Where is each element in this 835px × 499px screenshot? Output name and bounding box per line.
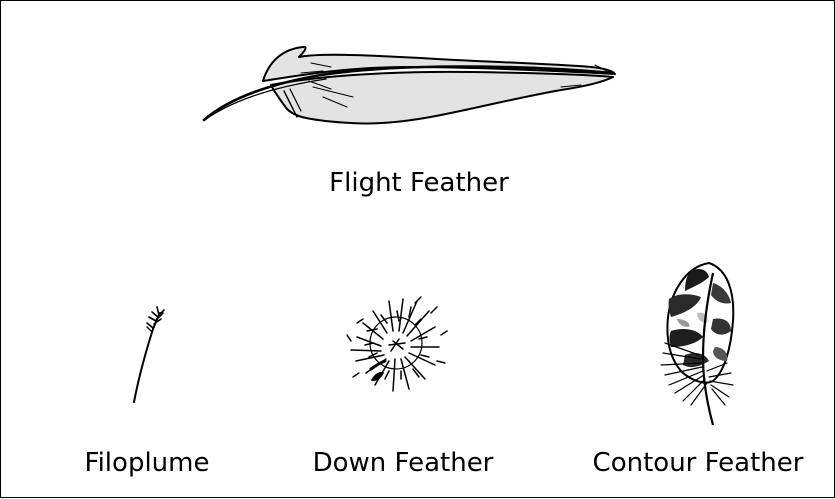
flight-feather-label: Flight Feather bbox=[329, 170, 509, 196]
contour-feather-label: Contour Feather bbox=[593, 450, 804, 476]
contour-feather-icon bbox=[661, 263, 733, 425]
flight-feather-icon bbox=[204, 47, 615, 124]
down-feather-icon bbox=[347, 297, 447, 391]
down-feather-label: Down Feather bbox=[313, 450, 494, 476]
filoplume-icon bbox=[134, 307, 164, 402]
filoplume-label: Filoplume bbox=[85, 450, 210, 476]
